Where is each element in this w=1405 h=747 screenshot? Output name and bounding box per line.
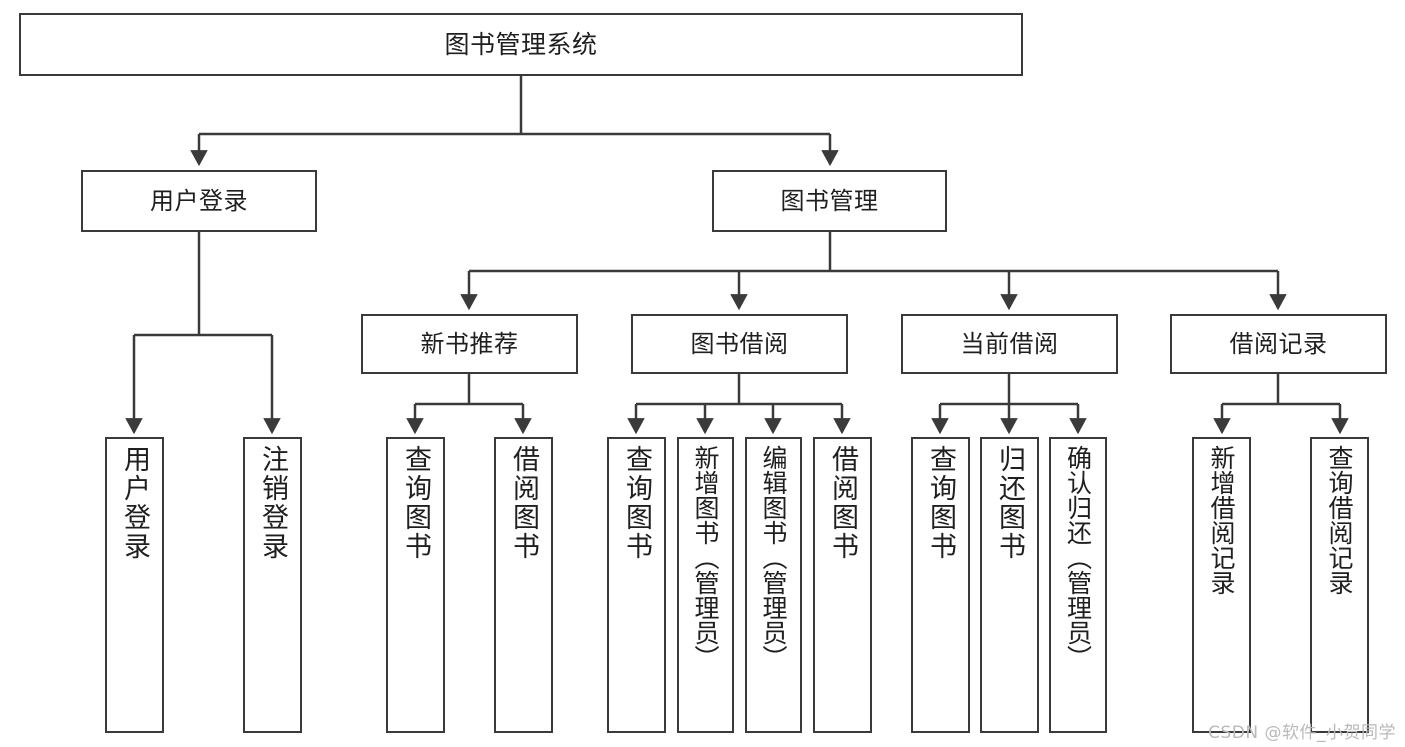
node-leaf-cur-confirm-label: 确认归还（管理员） bbox=[1063, 445, 1093, 670]
node-leaf-rec-search-label: 查询借阅记录 bbox=[1325, 445, 1354, 595]
node-book-borrow-label: 图书借阅 bbox=[690, 329, 789, 358]
node-leaf-borrow-do[interactable]: 借阅图书 bbox=[813, 437, 872, 733]
csdn-watermark: CSDN @软件_小贺同学 bbox=[1208, 723, 1396, 743]
node-leaf-user-login-label: 用户登录 bbox=[119, 445, 150, 561]
node-leaf-borrow-query[interactable]: 查询图书 bbox=[607, 437, 666, 733]
node-leaf-rec-add[interactable]: 新增借阅记录 bbox=[1192, 437, 1251, 733]
node-root-label: 图书管理系统 bbox=[444, 29, 598, 59]
node-book-manage-label: 图书管理 bbox=[780, 186, 879, 215]
node-new-book-rec[interactable]: 新书推荐 bbox=[361, 314, 578, 374]
node-leaf-rec-query[interactable]: 查询图书 bbox=[386, 437, 445, 733]
node-book-borrow[interactable]: 图书借阅 bbox=[631, 314, 848, 374]
node-leaf-borrow-add-label: 新增图书（管理员） bbox=[691, 445, 720, 670]
node-root[interactable]: 图书管理系统 bbox=[19, 13, 1023, 76]
node-user-login-label: 用户登录 bbox=[150, 186, 248, 215]
node-borrow-record-label: 借阅记录 bbox=[1229, 329, 1328, 358]
node-book-manage[interactable]: 图书管理 bbox=[712, 170, 947, 232]
node-leaf-user-login[interactable]: 用户登录 bbox=[105, 437, 164, 733]
node-leaf-cur-confirm[interactable]: 确认归还（管理员） bbox=[1049, 437, 1107, 733]
node-leaf-user-logout-label: 注销登录 bbox=[257, 445, 288, 561]
node-new-book-rec-label: 新书推荐 bbox=[420, 329, 519, 358]
node-leaf-borrow-do-label: 借阅图书 bbox=[827, 445, 858, 561]
node-leaf-rec-query-label: 查询图书 bbox=[400, 445, 431, 561]
node-leaf-cur-query[interactable]: 查询图书 bbox=[911, 437, 970, 733]
node-leaf-user-logout[interactable]: 注销登录 bbox=[243, 437, 302, 733]
node-leaf-rec-borrow[interactable]: 借阅图书 bbox=[494, 437, 553, 733]
node-borrow-record[interactable]: 借阅记录 bbox=[1170, 314, 1387, 374]
node-leaf-rec-add-label: 新增借阅记录 bbox=[1207, 445, 1236, 595]
node-leaf-borrow-add[interactable]: 新增图书（管理员） bbox=[677, 437, 734, 733]
node-leaf-rec-search[interactable]: 查询借阅记录 bbox=[1310, 437, 1369, 733]
node-leaf-cur-return[interactable]: 归还图书 bbox=[980, 437, 1039, 733]
node-user-login[interactable]: 用户登录 bbox=[81, 170, 317, 232]
node-current-borrow[interactable]: 当前借阅 bbox=[901, 314, 1118, 374]
node-leaf-cur-return-label: 归还图书 bbox=[994, 445, 1025, 561]
node-leaf-borrow-edit[interactable]: 编辑图书（管理员） bbox=[745, 437, 802, 733]
node-leaf-rec-borrow-label: 借阅图书 bbox=[508, 445, 539, 561]
node-leaf-borrow-edit-label: 编辑图书（管理员） bbox=[759, 445, 788, 670]
node-current-borrow-label: 当前借阅 bbox=[960, 329, 1059, 358]
node-leaf-cur-query-label: 查询图书 bbox=[925, 445, 956, 561]
node-leaf-borrow-query-label: 查询图书 bbox=[621, 445, 652, 561]
